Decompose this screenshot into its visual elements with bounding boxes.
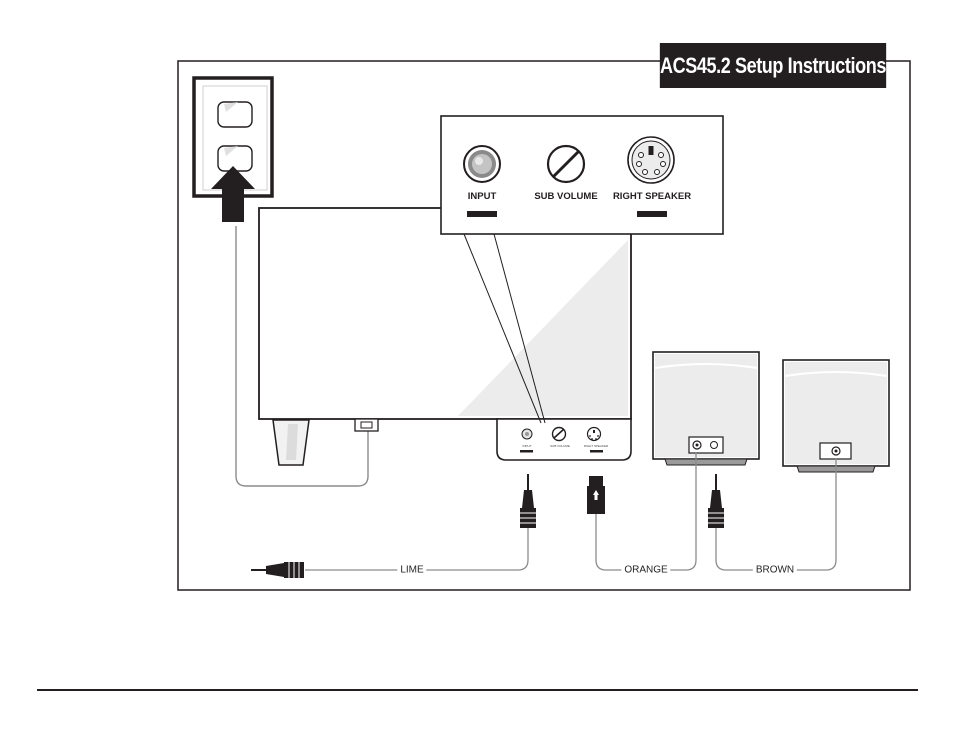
left-satellite-speaker: [782, 359, 890, 473]
input-jack-icon: [463, 145, 501, 183]
brown-cable-label: BROWN: [752, 564, 798, 576]
subwoofer-unit: [258, 207, 632, 466]
callout-leader-right: [493, 233, 546, 424]
audio-plug-icon: [251, 562, 304, 578]
lime-cable-label: LIME: [397, 564, 427, 576]
footer-rule: [37, 689, 918, 691]
lime-cable-plug: [520, 474, 536, 528]
lime-cable: [305, 528, 529, 571]
right-satellite-speaker: [652, 351, 760, 466]
right-speaker-label: RIGHT SPEAKER: [612, 191, 692, 202]
din-cable-plug: [587, 476, 605, 514]
power-outlet-icon: [192, 76, 274, 198]
sub-volume-label: SUB VOLUME: [534, 191, 598, 202]
callout-leader-left: [463, 233, 542, 424]
power-switch-icon: [354, 418, 379, 432]
volume-knob-icon: [546, 144, 586, 184]
rear-sub-volume-label: SUB VOLUME: [550, 444, 570, 448]
rear-right-speaker-label: RIGHT SPEAKER: [583, 444, 609, 448]
up-arrow-icon: [211, 166, 255, 222]
rear-input-label: INPUT: [522, 444, 532, 448]
subwoofer-rear-panel: [496, 418, 632, 461]
diagram-title: ACS45.2 Setup Instructions: [659, 43, 886, 88]
power-cord: [235, 226, 369, 487]
brown-cable-plug: [708, 474, 724, 528]
orange-cable-label: ORANGE: [621, 564, 671, 576]
input-label: INPUT: [467, 191, 497, 202]
din-connector-icon: [627, 136, 675, 184]
callout-panel: [440, 115, 724, 235]
